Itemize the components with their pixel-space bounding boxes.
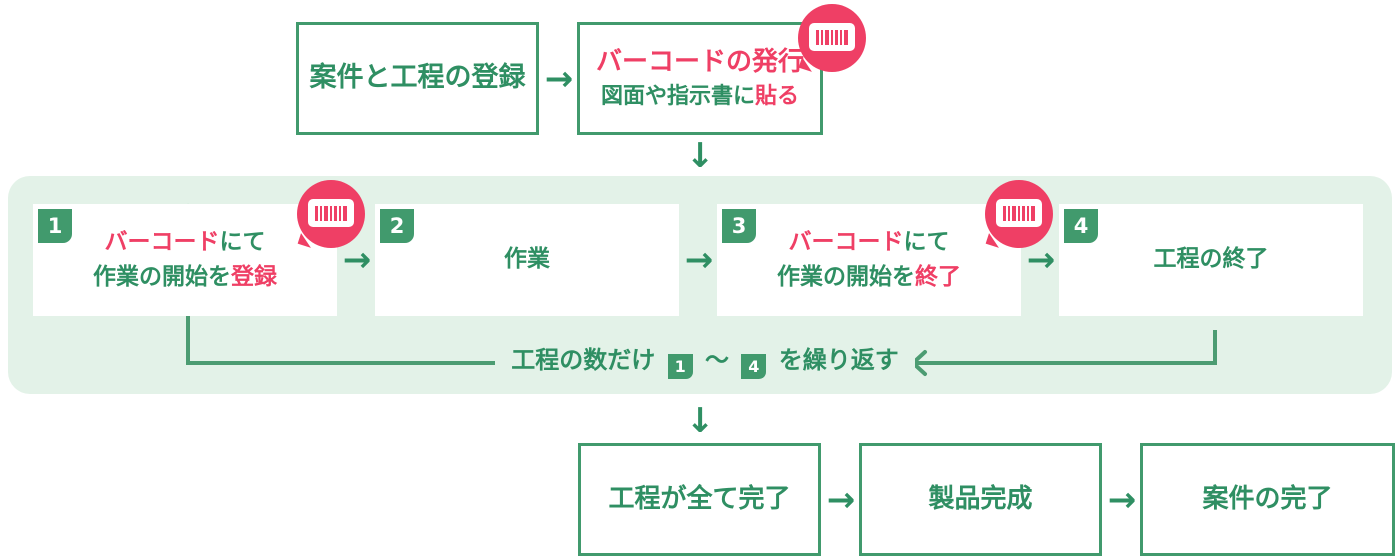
panel-arrow-3: → bbox=[1023, 240, 1059, 280]
bottom-box-product-finished-label: 製品完成 bbox=[928, 483, 1033, 514]
repeat-caption-badge-to: 4 bbox=[741, 354, 767, 379]
bottom-box-project-complete: 案件の完了 bbox=[1140, 443, 1395, 556]
repeat-caption: 工程の数だけ 1 〜 4 を繰り返す bbox=[495, 340, 915, 379]
step-box-2: 作業 bbox=[375, 204, 679, 316]
step-badge-2-number: 2 bbox=[389, 214, 405, 238]
step-box-3-line1-accent: バーコード bbox=[788, 228, 904, 255]
step-badge-4-number: 4 bbox=[1073, 214, 1089, 238]
step-badge-2: 2 bbox=[380, 209, 414, 243]
arrow-down-icon: ↓ bbox=[685, 136, 715, 176]
barcode-bubble-step-1 bbox=[297, 180, 365, 248]
step-box-1-line2: 作業の開始を登録 bbox=[93, 262, 277, 293]
top-box-issue-barcode-line2-prefix: 図面や指示書に bbox=[600, 84, 755, 110]
step-box-3: バーコードにて 作業の開始を終了 bbox=[717, 204, 1021, 316]
barcode-bubble-step-3 bbox=[985, 180, 1053, 248]
bottom-box-product-finished: 製品完成 bbox=[859, 443, 1102, 556]
barcode-icon bbox=[809, 23, 855, 51]
bottom-arrow-2: → bbox=[1104, 480, 1140, 520]
repeat-caption-badge-from: 1 bbox=[667, 354, 693, 379]
barcode-icon bbox=[996, 199, 1042, 227]
repeat-caption-tilde: 〜 bbox=[705, 346, 729, 374]
barcode-bubble-top bbox=[798, 4, 866, 72]
top-box-issue-barcode-line2-accent: 貼る bbox=[755, 84, 800, 110]
step-box-4-label: 工程の終了 bbox=[1153, 246, 1269, 273]
step-box-1-line1-rest: にて bbox=[219, 228, 266, 255]
top-box-register-project-label: 案件と工程の登録 bbox=[309, 62, 526, 94]
repeat-caption-suffix: を繰り返す bbox=[778, 346, 899, 374]
arrow-right-icon: → bbox=[544, 59, 574, 99]
step-box-3-line2-prefix: 作業の開始を bbox=[777, 264, 915, 290]
panel-arrow-2: → bbox=[681, 240, 717, 280]
step-badge-4: 4 bbox=[1064, 209, 1098, 243]
bottom-box-project-complete-label: 案件の完了 bbox=[1202, 483, 1333, 514]
bottom-arrow-1: → bbox=[823, 480, 859, 520]
arrow-down-icon: ↓ bbox=[685, 401, 715, 441]
step-box-3-line2: 作業の開始を終了 bbox=[777, 262, 961, 293]
step-box-4: 工程の終了 bbox=[1059, 204, 1363, 316]
top-box-issue-barcode-line1: バーコードの発行 bbox=[595, 47, 804, 78]
step-box-3-line2-accent: 終了 bbox=[915, 264, 961, 290]
step-badge-3-number: 3 bbox=[731, 214, 747, 238]
top-arrow-1: → bbox=[541, 59, 577, 99]
step-badge-3: 3 bbox=[722, 209, 756, 243]
bottom-box-all-processes-complete: 工程が全て完了 bbox=[578, 443, 821, 556]
barcode-icon bbox=[308, 199, 354, 227]
arrow-right-icon: → bbox=[826, 480, 856, 520]
step-box-1-line2-accent: 登録 bbox=[231, 264, 277, 290]
top-box-issue-barcode-line2: 図面や指示書に貼る bbox=[601, 82, 799, 112]
step-badge-1: 1 bbox=[38, 209, 72, 243]
step-box-1-line2-prefix: 作業の開始を bbox=[93, 264, 231, 290]
step-box-1: バーコードにて 作業の開始を登録 bbox=[33, 204, 337, 316]
repeat-caption-prefix: 工程の数だけ bbox=[511, 346, 656, 374]
top-box-issue-barcode: バーコードの発行 図面や指示書に貼る bbox=[577, 22, 823, 135]
step-box-3-line1-rest: にて bbox=[903, 228, 950, 255]
connector-top-to-panel: ↓ bbox=[682, 136, 718, 176]
panel-arrow-1: → bbox=[339, 240, 375, 280]
arrow-right-icon: → bbox=[684, 240, 714, 280]
step-box-2-label: 作業 bbox=[504, 246, 550, 273]
step-box-1-line1: バーコードにて bbox=[105, 227, 266, 258]
arrow-right-icon: → bbox=[1026, 240, 1056, 280]
arrow-right-icon: → bbox=[342, 240, 372, 280]
connector-panel-to-bottom: ↓ bbox=[682, 401, 718, 441]
bottom-box-all-processes-complete-label: 工程が全て完了 bbox=[608, 483, 791, 514]
step-box-3-line1: バーコードにて bbox=[789, 227, 950, 258]
step-badge-1-number: 1 bbox=[47, 214, 63, 238]
top-box-register-project: 案件と工程の登録 bbox=[296, 22, 539, 135]
arrow-right-icon: → bbox=[1107, 480, 1137, 520]
step-box-1-line1-accent: バーコード bbox=[104, 228, 220, 255]
